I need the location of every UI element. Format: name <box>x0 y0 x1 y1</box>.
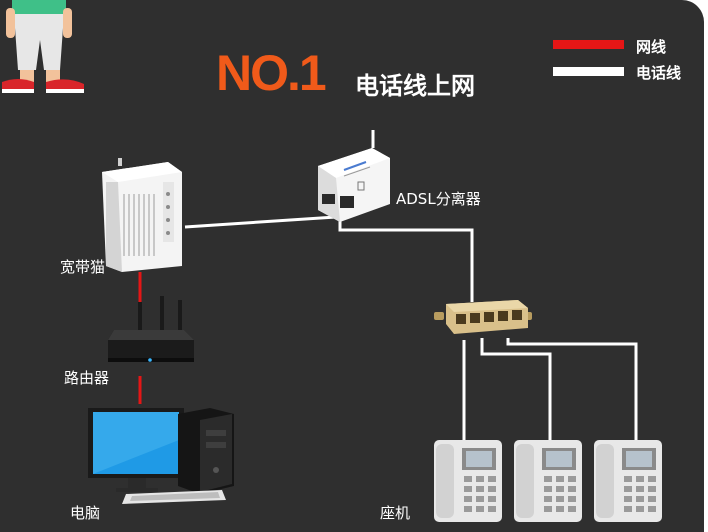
title-subtitle: 电话线上网 <box>355 72 475 100</box>
cartoon-character <box>2 0 84 93</box>
legend-swatch-phone <box>553 67 624 76</box>
legend-swatch-network <box>553 40 624 49</box>
router-device <box>108 296 194 362</box>
title-number: NO.1 <box>216 45 327 101</box>
label-router: 路由器 <box>64 369 110 387</box>
phone-lines <box>184 130 638 440</box>
desk-phone-2 <box>514 440 582 522</box>
label-splitter: ADSL分离器 <box>396 190 481 208</box>
line-junction-phone-3 <box>506 338 638 440</box>
modem-device <box>102 158 182 272</box>
line-splitter-junction <box>338 215 474 302</box>
phone-junction <box>434 300 532 334</box>
adsl-splitter <box>318 148 390 222</box>
label-phone: 座机 <box>380 504 411 522</box>
desk-phone-3 <box>594 440 662 522</box>
desk-phone-1 <box>434 440 502 522</box>
legend-label-network: 网线 <box>636 38 667 56</box>
label-modem: 宽带猫 <box>60 258 106 276</box>
label-computer: 电脑 <box>70 504 101 522</box>
line-modem-splitter <box>184 215 337 229</box>
legend-label-phone: 电话线 <box>636 64 682 82</box>
line-junction-phone-2 <box>480 338 552 440</box>
computer-device <box>88 408 234 504</box>
